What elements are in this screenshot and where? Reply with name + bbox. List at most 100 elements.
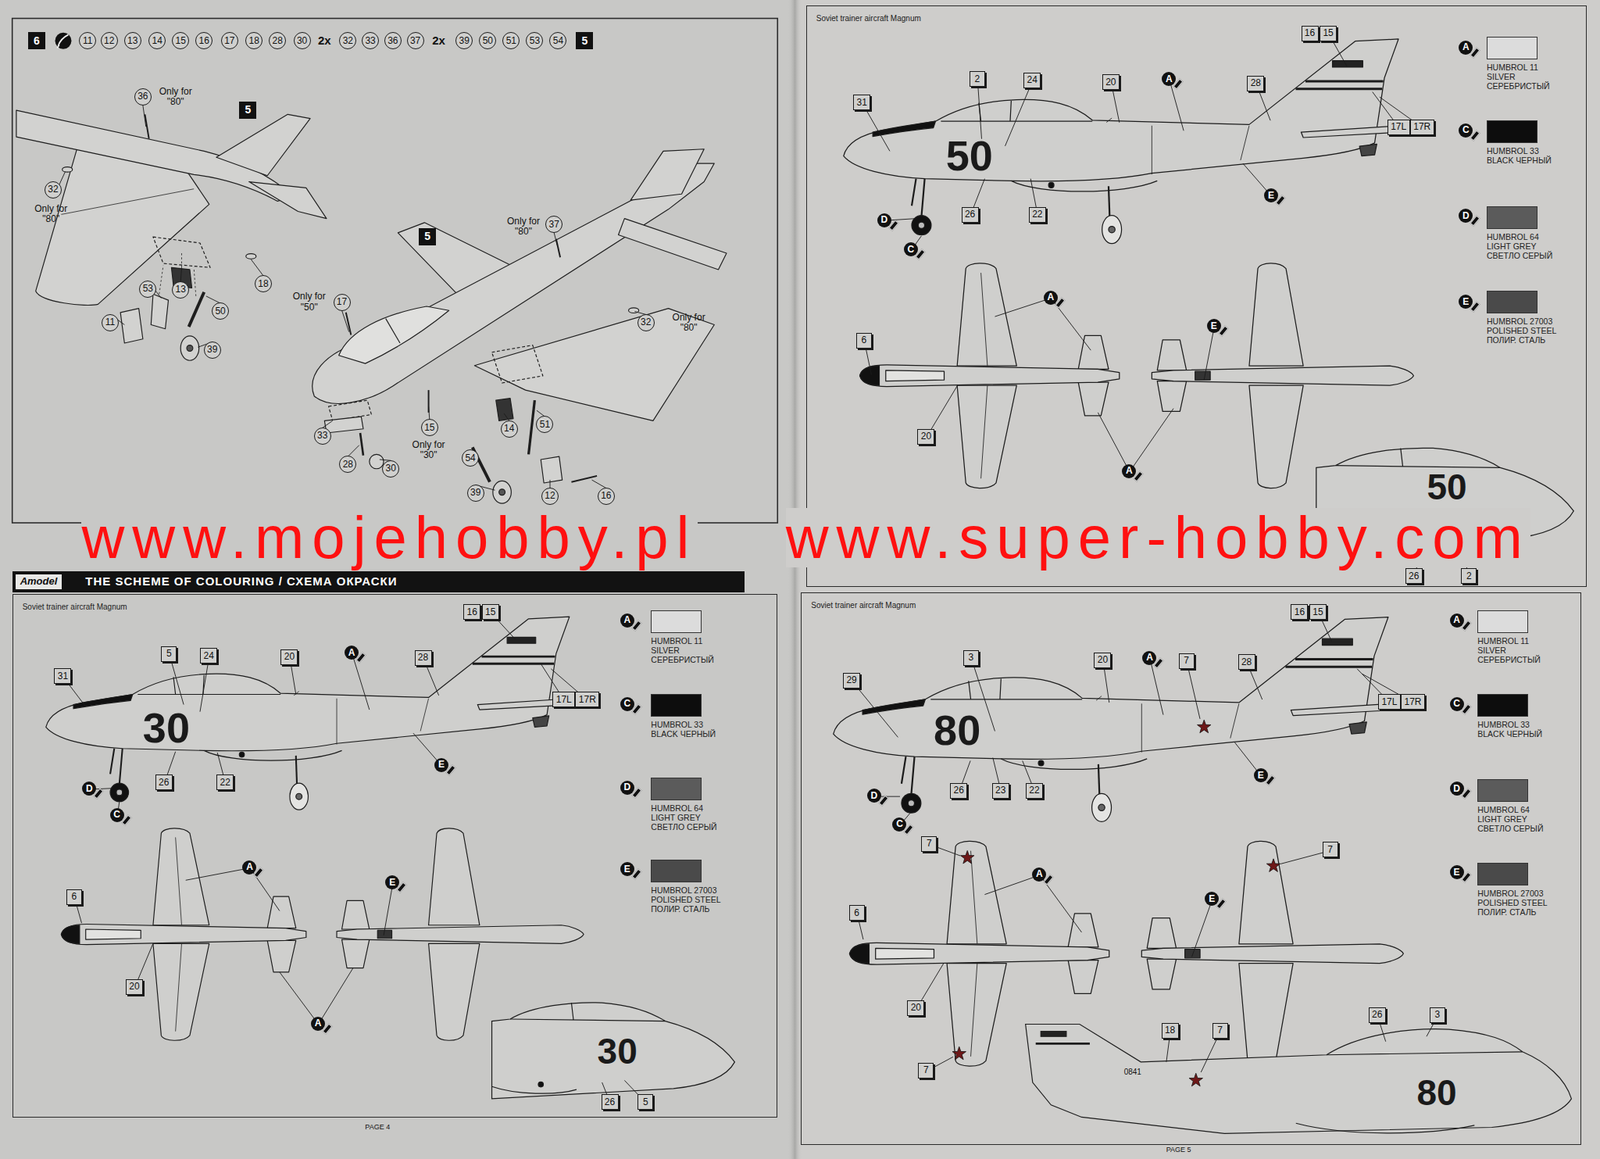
paint-letter: C bbox=[1462, 125, 1470, 136]
callout-number: 13 bbox=[127, 35, 138, 47]
scheme-banner: AmodelTHE SCHEME OF COLOURING / СХЕМА ОК… bbox=[12, 571, 746, 592]
callout-box: 5 bbox=[637, 1093, 654, 1110]
paint-letter: A bbox=[314, 1017, 322, 1029]
callout-box: 17R bbox=[575, 691, 600, 708]
paint-letter: A bbox=[1462, 42, 1470, 53]
callout-number: 20 bbox=[1097, 654, 1108, 665]
wing-line bbox=[60, 189, 194, 215]
callout-number: 3 bbox=[968, 652, 975, 663]
callout-number: 50 bbox=[482, 35, 493, 47]
callout-number: 15 bbox=[1322, 28, 1333, 39]
callout-number: 28 bbox=[272, 35, 283, 47]
paint-name: HUMBROL 33 BLACK ЧЕРНЫЙ bbox=[1486, 146, 1562, 165]
callout-number: 17R bbox=[1403, 696, 1422, 708]
paint-marker: A bbox=[1043, 290, 1058, 305]
part-17 bbox=[346, 312, 352, 336]
callout-number: 22 bbox=[1028, 785, 1040, 796]
callout-number: 15 bbox=[175, 35, 186, 47]
paint-letter: D bbox=[85, 783, 93, 794]
paint-letter: E bbox=[1210, 321, 1218, 332]
part-37 bbox=[556, 239, 561, 258]
callout-box: 15 bbox=[482, 603, 500, 620]
paint-marker: C bbox=[620, 696, 635, 711]
callout-number: 5 bbox=[424, 230, 431, 243]
callout-box: 20 bbox=[280, 649, 298, 665]
note: Only for "30" bbox=[409, 439, 449, 461]
callout-number: 6 bbox=[71, 891, 78, 902]
callout-number: 28 bbox=[1250, 78, 1261, 89]
callout-box: 26 bbox=[1368, 1007, 1386, 1023]
hub bbox=[186, 345, 193, 352]
callout-number: 2 bbox=[974, 74, 980, 85]
closeup-stripe bbox=[1035, 1042, 1090, 1045]
paint-marker: E bbox=[385, 875, 400, 890]
paint-letter: A bbox=[1125, 465, 1133, 476]
legend-entry: HUMBROL 27003 POLISHED STEEL ПОЛИР. СТАЛ… bbox=[1486, 290, 1562, 345]
paint-letter: D bbox=[1453, 783, 1461, 794]
callout-number: 20 bbox=[284, 651, 295, 662]
legend-entry: HUMBROL 27003 POLISHED STEEL ПОЛИР. СТАЛ… bbox=[650, 859, 726, 914]
callout-number: 24 bbox=[203, 650, 215, 661]
aircraft-number: 50 bbox=[1426, 468, 1467, 505]
callout-box: 16 bbox=[463, 603, 481, 620]
callout-number: 5 bbox=[166, 648, 172, 659]
paint-letter: D bbox=[870, 790, 878, 801]
part-number: 36 bbox=[384, 32, 402, 50]
callout-box: 3 bbox=[963, 650, 979, 666]
legend-entry: HUMBROL 11 SILVER СЕРЕБРИСТЫЙ bbox=[650, 610, 726, 665]
paint-letter: C bbox=[896, 818, 904, 829]
paint-name: HUMBROL 64 LIGHT GREY СВЕТЛО СЕРЫЙ bbox=[1486, 232, 1562, 261]
callout-box: 26 bbox=[155, 774, 173, 790]
callout-number: 14 bbox=[151, 35, 162, 47]
paint-marker: A bbox=[242, 860, 257, 875]
leader-lines bbox=[852, 612, 1439, 1072]
part-number: 12 bbox=[100, 32, 118, 50]
paint-marker: E bbox=[1264, 188, 1279, 203]
callout-box: 22 bbox=[1028, 207, 1047, 223]
paint-marker: D bbox=[82, 781, 97, 796]
fuselage bbox=[312, 163, 715, 404]
callout-box: 17R bbox=[1400, 693, 1425, 710]
aircraft-number: 80 bbox=[1416, 1074, 1457, 1111]
paint-marker: D bbox=[1450, 781, 1465, 796]
callout-number: 31 bbox=[57, 671, 68, 682]
paint-marker: D bbox=[867, 788, 882, 803]
callout-number: 28 bbox=[417, 652, 429, 663]
paint-swatch bbox=[650, 777, 702, 800]
page-number: PAGE 5 bbox=[1166, 1146, 1192, 1154]
paint-marker: C bbox=[1450, 696, 1465, 711]
callout-box: 15 bbox=[1309, 603, 1327, 620]
serial-number: 0841 bbox=[1124, 1067, 1142, 1076]
paint-name: HUMBROL 64 LIGHT GREY СВЕТЛО СЕРЫЙ bbox=[1477, 804, 1553, 833]
part-11 bbox=[120, 308, 143, 343]
callout-number: 31 bbox=[856, 97, 867, 108]
callout-number: 37 bbox=[410, 35, 421, 47]
callout-number: 6 bbox=[860, 335, 867, 346]
callout-number: 26 bbox=[158, 777, 169, 788]
scheme-panel: Soviet trainer aircraft Magnum161529320A… bbox=[800, 592, 1582, 1146]
callout-number: 20 bbox=[921, 431, 932, 442]
callout-number: 20 bbox=[128, 981, 140, 992]
callout-box: 3 bbox=[1429, 1007, 1446, 1023]
callout-number: 16 bbox=[600, 490, 611, 501]
paint-name: HUMBROL 11 SILVER СЕРЕБРИСТЫЙ bbox=[1486, 62, 1562, 91]
callout-box: 28 bbox=[1238, 653, 1256, 670]
paint-marker: A bbox=[620, 613, 635, 628]
callout-box: 20 bbox=[917, 428, 935, 445]
part-number: 51 bbox=[502, 32, 520, 50]
panel-title: Soviet trainer aircraft Magnum bbox=[810, 600, 916, 610]
part-32 bbox=[62, 167, 73, 173]
count-mark: 2x bbox=[317, 34, 332, 48]
paint-letter: E bbox=[1453, 867, 1461, 878]
aircraft-80 bbox=[833, 617, 1404, 1067]
legend-entry: HUMBROL 27003 POLISHED STEEL ПОЛИР. СТАЛ… bbox=[1477, 862, 1553, 917]
paint-marker: E bbox=[1253, 767, 1268, 783]
callout-box: 17L bbox=[552, 691, 575, 708]
aircraft-50 bbox=[843, 39, 1415, 489]
part-number: 30 bbox=[293, 32, 311, 50]
legend-entry: HUMBROL 64 LIGHT GREY СВЕТЛО СЕРЫЙ bbox=[1477, 778, 1553, 833]
callout-number: 15 bbox=[1312, 607, 1323, 618]
callout-box: 5 bbox=[160, 646, 177, 662]
part-33 bbox=[324, 416, 364, 433]
